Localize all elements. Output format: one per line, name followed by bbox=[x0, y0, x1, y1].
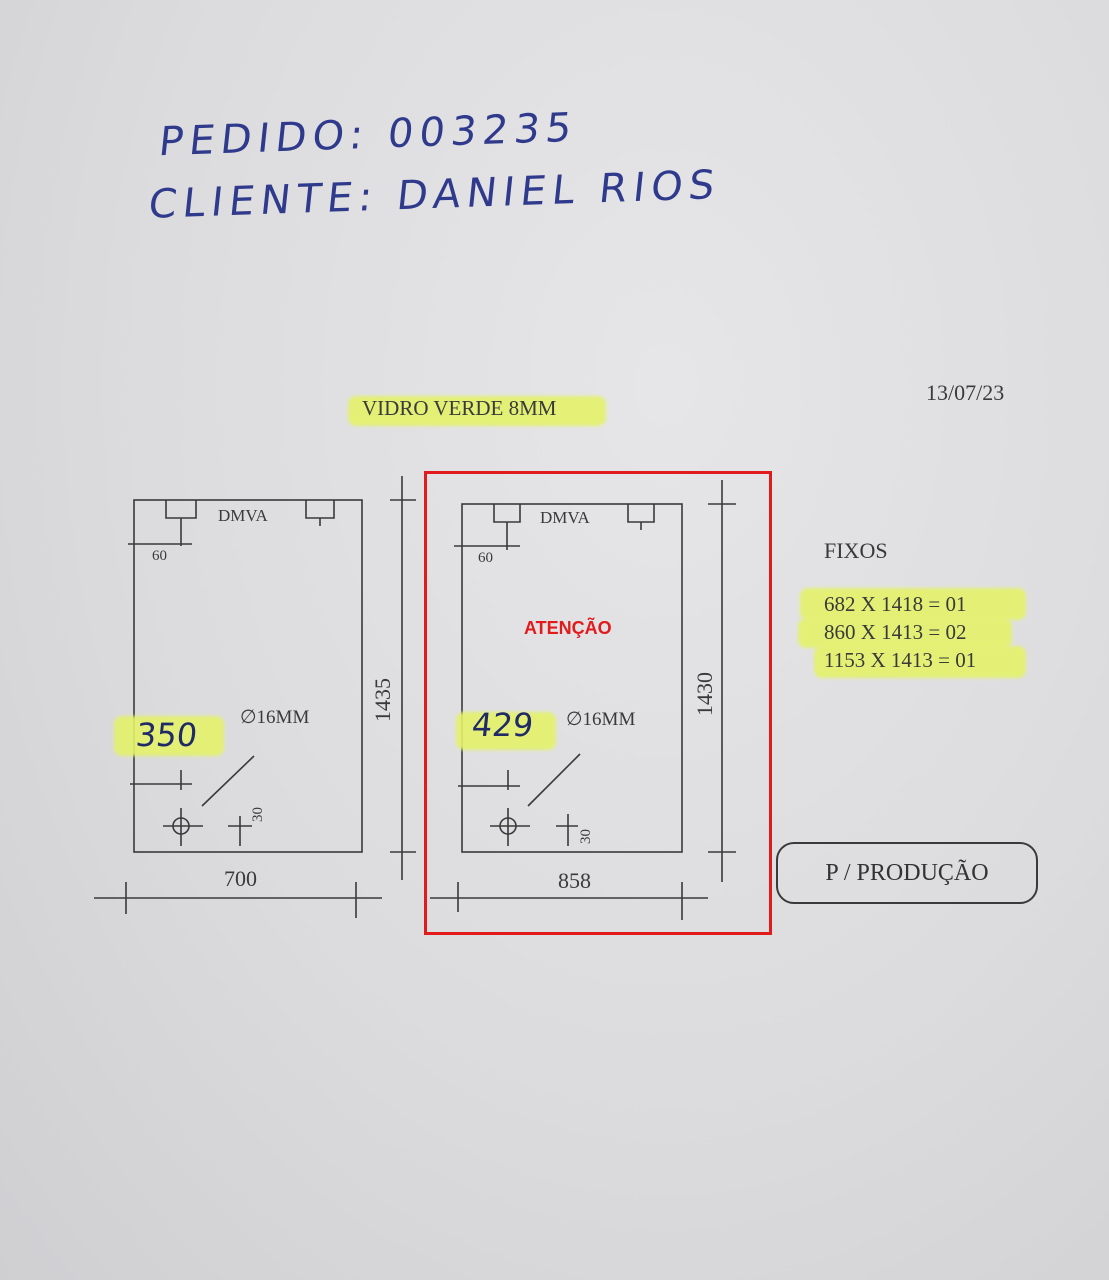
right-hole-label: ∅16MM bbox=[566, 709, 636, 730]
right-width-dimension bbox=[430, 882, 708, 920]
right-hinge-label: DMVA bbox=[540, 508, 590, 527]
product-highlight bbox=[348, 396, 606, 426]
fixos-item: 682 X 1418 = 01 bbox=[824, 592, 967, 616]
fixos-highlight-3 bbox=[814, 646, 1026, 678]
left-bottom-offset: 30 bbox=[250, 807, 266, 822]
left-offset-marker bbox=[228, 816, 252, 846]
right-cutout-line bbox=[458, 770, 520, 790]
warning-label: ATENÇÃO bbox=[524, 618, 612, 638]
left-leader-line bbox=[201, 755, 255, 807]
left-cutout-line bbox=[130, 770, 192, 790]
right-offset-marker bbox=[556, 814, 578, 846]
right-top-offset: 60 bbox=[478, 550, 493, 566]
fixos-highlight-1 bbox=[800, 588, 1026, 620]
left-width-value: 700 bbox=[224, 866, 257, 891]
left-top-offset: 60 bbox=[152, 548, 167, 564]
document-date: 13/07/23 bbox=[926, 380, 1005, 405]
fixos-item: 1153 X 1413 = 01 bbox=[824, 648, 977, 672]
attention-box bbox=[424, 471, 772, 935]
left-handwritten-height: 350 bbox=[134, 716, 200, 754]
left-height-dimension bbox=[390, 476, 416, 880]
left-height-value: 1435 bbox=[370, 678, 395, 722]
fixos-highlight-2 bbox=[798, 618, 1012, 648]
left-width-dimension bbox=[94, 882, 382, 918]
production-stamp-label: P / PRODUÇÃO bbox=[825, 859, 989, 886]
fixos-item: 860 X 1413 = 02 bbox=[824, 620, 967, 644]
product-spec: VIDRO VERDE 8MM bbox=[362, 396, 557, 420]
right-hole-cross bbox=[490, 808, 530, 846]
right-hinge-2 bbox=[627, 504, 655, 530]
right-width-value: 858 bbox=[558, 868, 591, 893]
right-panel-outline bbox=[461, 503, 683, 853]
fixos-title: FIXOS bbox=[824, 538, 888, 563]
right-height-dimension bbox=[708, 480, 736, 882]
left-hinge-2 bbox=[305, 500, 335, 526]
left-hinge-label: DMVA bbox=[218, 506, 268, 525]
left-panel-outline bbox=[133, 499, 363, 853]
production-stamp: P / PRODUÇÃO bbox=[776, 842, 1038, 904]
left-hole-label: ∅16MM bbox=[240, 707, 310, 728]
right-height-highlight bbox=[456, 712, 556, 750]
left-hole-cross bbox=[163, 808, 203, 846]
left-hinge-1 bbox=[165, 500, 197, 546]
left-height-highlight bbox=[114, 716, 224, 756]
right-leader-line bbox=[527, 753, 581, 807]
